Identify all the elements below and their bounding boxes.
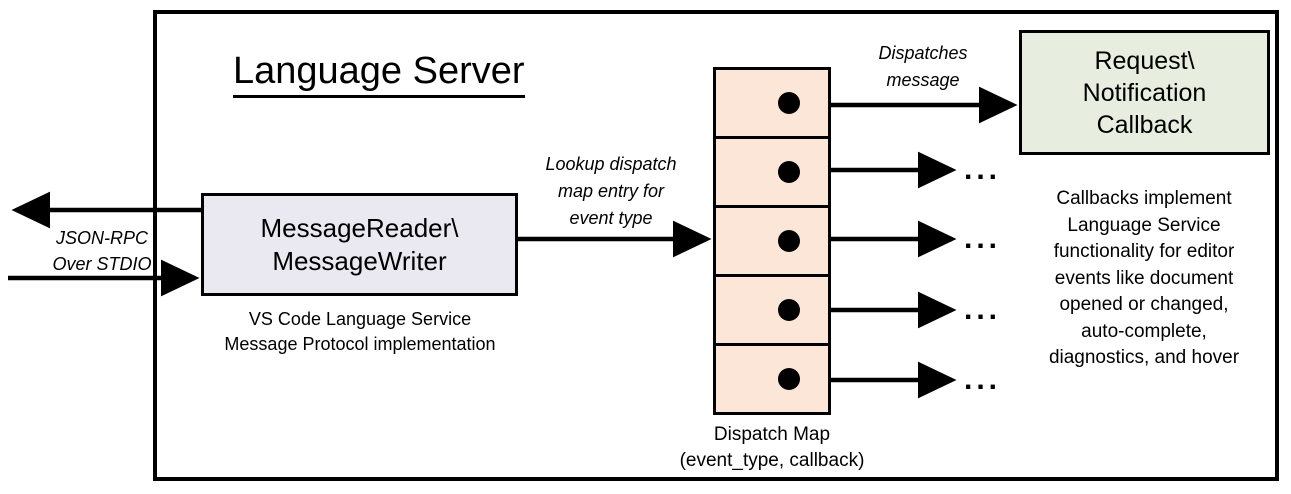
- callback-caption-line-3: functionality for editor: [1053, 241, 1235, 262]
- dispatch-map-row[interactable]: [716, 346, 828, 412]
- dispatch-row-2-ellipsis: ...: [964, 153, 1002, 186]
- dispatch-map-caption: Dispatch Map (event_type, callback): [647, 422, 897, 474]
- dispatch-map-table[interactable]: [713, 67, 831, 415]
- dispatches-message-label: Dispatches message: [838, 40, 1008, 94]
- callback-box-line-3: Callback: [1096, 110, 1193, 139]
- dispatch-caption-line-2: (event_type, callback): [679, 450, 865, 471]
- message-caption-line-2: Message Protocol implementation: [224, 334, 496, 354]
- dispatch-map-row[interactable]: [716, 208, 828, 277]
- dispatches-label-line-1: Dispatches: [878, 43, 968, 63]
- dispatch-map-row[interactable]: [716, 70, 828, 139]
- callback-caption-line-1: Callbacks implement: [1056, 188, 1232, 209]
- dispatch-row-4-ellipsis: ...: [964, 293, 1002, 326]
- dispatch-entry-dot-icon: [778, 299, 800, 321]
- dispatch-caption-line-1: Dispatch Map: [713, 424, 831, 445]
- dispatch-map-row[interactable]: [716, 139, 828, 208]
- dispatch-entry-dot-icon: [778, 368, 800, 390]
- message-box-line-2: MessageWriter: [272, 245, 447, 276]
- message-box-caption: VS Code Language Service Message Protoco…: [186, 307, 534, 357]
- lookup-label-line-2: map entry for: [557, 181, 665, 201]
- dispatch-map-row[interactable]: [716, 277, 828, 346]
- jsonrpc-transport-label: JSON-RPC Over STDIO: [34, 225, 170, 277]
- callback-box-caption: Callbacks implement Language Service fun…: [1010, 186, 1278, 372]
- message-caption-line-1: VS Code Language Service: [248, 309, 472, 329]
- lookup-label-line-3: event type: [569, 208, 653, 228]
- page-title: Language Server: [233, 48, 525, 98]
- callback-box-line-1: Request\: [1094, 46, 1195, 75]
- message-box-line-1: MessageReader\: [260, 212, 459, 243]
- dispatch-row-3-ellipsis: ...: [964, 222, 1002, 255]
- callback-caption-line-7: diagnostics, and hover: [1048, 347, 1240, 368]
- callback-caption-line-4: events like document: [1054, 267, 1234, 289]
- callback-caption-line-6: auto-complete,: [1081, 320, 1207, 342]
- lookup-dispatch-label: Lookup dispatch map entry for event type: [521, 151, 701, 232]
- dispatch-row-5-ellipsis: ...: [964, 363, 1002, 396]
- dispatch-entry-dot-icon: [778, 230, 800, 252]
- callback-caption-line-2: Language Service: [1067, 214, 1221, 236]
- jsonrpc-label-line-2: Over STDIO: [52, 254, 152, 274]
- dispatch-entry-dot-icon: [778, 92, 800, 114]
- callback-box-line-2: Notification: [1082, 78, 1207, 107]
- dispatch-entry-dot-icon: [778, 161, 800, 183]
- callback-caption-line-5: opened or changed,: [1059, 294, 1229, 315]
- message-reader-writer-box[interactable]: MessageReader\ MessageWriter: [201, 193, 518, 296]
- dispatches-label-line-2: message: [886, 70, 960, 90]
- request-notification-callback-box[interactable]: Request\ Notification Callback: [1019, 30, 1270, 155]
- language-server-frame: [153, 10, 1279, 481]
- jsonrpc-label-line-1: JSON-RPC: [55, 228, 148, 248]
- lookup-label-line-1: Lookup dispatch: [545, 154, 677, 174]
